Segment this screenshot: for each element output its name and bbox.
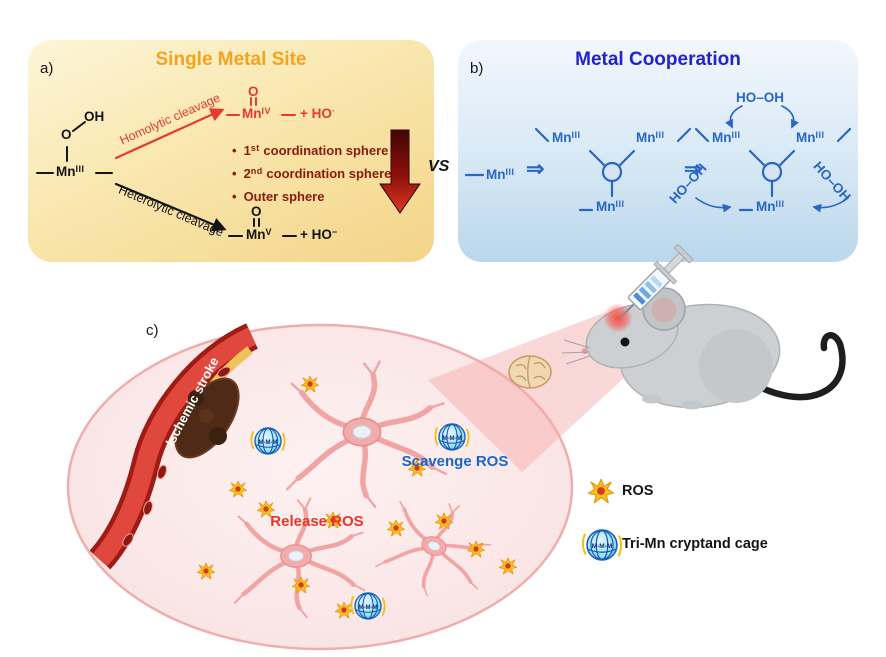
- cage-letters: M-M-M: [592, 543, 613, 550]
- mouse: [561, 287, 846, 410]
- mn-center: MnIII: [756, 199, 785, 214]
- mn-center: MnIII: [552, 130, 581, 145]
- product-bottom-hydroxide: + HO−: [300, 227, 338, 242]
- product-bottom-mn: MnV: [246, 227, 273, 242]
- peroxide-label: HO–OH: [736, 90, 785, 105]
- mn-center: MnIII: [596, 199, 625, 214]
- cryptand-structure-1: [534, 127, 692, 212]
- mn-center: MnIII: [712, 130, 741, 145]
- mouse-nose: [582, 348, 588, 354]
- panel-b-box: [458, 40, 858, 262]
- panel-a-art: [36, 97, 421, 237]
- homolytic-arrow: [114, 108, 225, 160]
- catalysis-arrows: [695, 105, 849, 213]
- panel-a-title: Single Metal Site: [155, 49, 307, 70]
- reactant-oh: OH: [84, 109, 105, 124]
- reactant-o: O: [61, 127, 72, 142]
- implies-arrow: ⇒: [684, 156, 703, 181]
- product-bottom-bonds: [228, 218, 297, 237]
- blood-clot: [174, 377, 240, 459]
- panel-b-art: [464, 105, 852, 213]
- mn-monomer: MnIII: [486, 167, 515, 182]
- whiskers: [561, 339, 591, 365]
- cage-letters: M-M-M: [443, 436, 462, 442]
- bullet-item: •1st coordination sphere: [232, 143, 389, 158]
- release-ros-label: Release ROS: [270, 513, 364, 530]
- mouse-tail: [746, 332, 846, 401]
- bullet-item: •2nd coordination sphere: [232, 166, 392, 181]
- product-top-o: O: [248, 84, 259, 99]
- brain-icon: [508, 355, 552, 389]
- scavenge-ros-label: Scavenge ROS: [401, 453, 509, 470]
- cage-letters: M-M-M: [359, 605, 378, 611]
- legend-cage-label: Tri-Mn cryptand cage: [622, 536, 768, 552]
- mn-center: MnIII: [636, 130, 665, 145]
- implies-arrow: ⇒: [526, 156, 545, 181]
- panel-a-label: a): [40, 60, 54, 77]
- mouse-haunch: [699, 329, 773, 403]
- injection-glow: [603, 303, 633, 333]
- heterolytic-arrow: [114, 182, 227, 232]
- cryptand-structure-2: [694, 127, 852, 212]
- reactant-bonds: [36, 121, 113, 174]
- product-bottom-o: O: [251, 204, 262, 219]
- panel-b-title: Metal Cooperation: [575, 49, 741, 70]
- product-top-mn: MnIV: [242, 106, 272, 121]
- cage-letters: M-M-M: [259, 440, 278, 446]
- syringe-icon: [619, 243, 694, 319]
- mn-center: MnIII: [796, 130, 825, 145]
- legend-ros-icon: [587, 478, 615, 504]
- importance-down-arrow: [379, 129, 421, 214]
- coordination-bullet-list: •1st coordination sphere •2nd coordinati…: [232, 138, 391, 207]
- legend-ros-label: ROS: [622, 483, 654, 499]
- vs-label: VS: [428, 158, 450, 175]
- product-top-hydroxyl: + HO·: [300, 106, 336, 121]
- panel-a-box: [28, 40, 434, 262]
- mouse-eye: [620, 337, 630, 347]
- panel-c-label: c): [146, 322, 159, 339]
- panel-c-art: M-M-M M-M-M M-M-M: [66, 323, 574, 651]
- reactant-mn: MnIII: [56, 164, 85, 179]
- bullet-item: •Outer sphere: [232, 189, 325, 204]
- product-top-bonds: [226, 97, 296, 116]
- panel-b-label: b): [470, 60, 484, 77]
